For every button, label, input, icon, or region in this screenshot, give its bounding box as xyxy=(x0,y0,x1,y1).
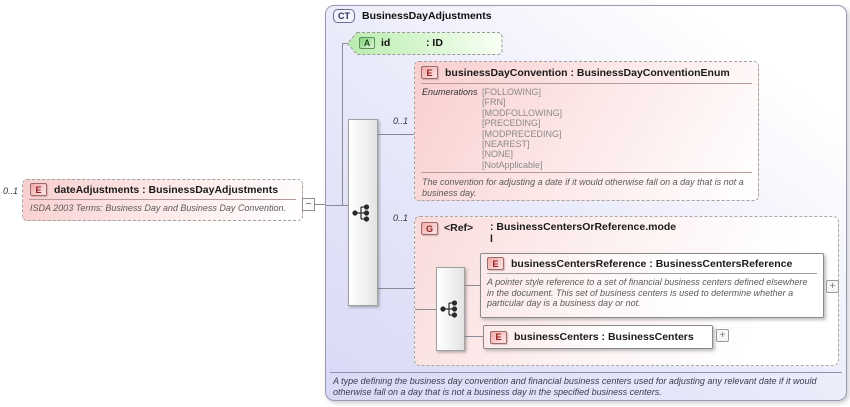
element-title: businessCenters : BusinessCenters xyxy=(514,331,694,343)
complex-type-annotation: A type defining the business day convent… xyxy=(333,376,817,397)
element-box-business-day-convention[interactable]: E businessDayConvention : BusinessDayCon… xyxy=(414,61,759,201)
element-annotation: A pointer style reference to a set of fi… xyxy=(487,277,808,308)
complex-type-icon: CT xyxy=(333,9,355,23)
group-icon: G xyxy=(421,222,438,235)
element-annotation: ISDA 2003 Terms: Business Day and Busine… xyxy=(30,203,286,213)
enum-value: [MODPRECEDING] xyxy=(482,128,562,139)
enum-value: [NONE] xyxy=(482,149,514,160)
element-title: businessDayConvention : BusinessDayConve… xyxy=(445,66,730,79)
group-type: : BusinessCentersOrReference.mode l xyxy=(490,221,770,245)
enum-value: [NotApplicable] xyxy=(482,159,543,170)
occurrence-label-group: 0..1 xyxy=(392,213,408,223)
connector-line xyxy=(465,285,480,286)
connector-line xyxy=(378,288,415,289)
choice-icon xyxy=(439,300,457,318)
enum-value: [PRECEDING] xyxy=(482,118,541,129)
connector-line xyxy=(315,204,326,205)
complex-type-title: BusinessDayAdjustments xyxy=(362,10,492,22)
attribute-icon: A xyxy=(359,37,375,49)
element-box-business-centers[interactable]: E businessCenters : BusinessCenters xyxy=(483,325,713,349)
divider xyxy=(421,83,752,84)
attribute-box-id[interactable]: A id : ID xyxy=(347,32,503,55)
attribute-tag-shape xyxy=(347,32,503,55)
element-icon: E xyxy=(490,330,507,344)
connector-line xyxy=(342,205,349,206)
choice-compositor[interactable] xyxy=(436,267,465,351)
divider xyxy=(421,172,752,174)
element-icon: E xyxy=(421,66,438,79)
group-type-line: l xyxy=(490,232,493,245)
group-type-line: : BusinessCentersOrReference.mode xyxy=(490,221,677,233)
enum-value: [FOLLOWING] xyxy=(482,87,542,97)
divider xyxy=(330,372,842,373)
divider xyxy=(487,273,817,274)
connector-line xyxy=(415,309,436,310)
collapse-button[interactable]: − xyxy=(302,198,315,211)
connector-line xyxy=(465,336,483,337)
element-icon: E xyxy=(487,257,504,270)
enum-value: [MODFOLLOWING] xyxy=(482,107,563,118)
group-header: G <Ref> : BusinessCentersOrReference.mod… xyxy=(421,221,770,245)
group-box-business-centers-or-reference[interactable]: G <Ref> : BusinessCentersOrReference.mod… xyxy=(414,216,839,366)
attribute-type: : ID xyxy=(426,37,443,49)
enumerations-label: Enumerations xyxy=(422,87,478,97)
complex-type-box-business-day-adjustments[interactable]: CT BusinessDayAdjustments A id : ID xyxy=(325,5,847,401)
element-title: businessCentersReference : BusinessCente… xyxy=(511,257,793,270)
expand-button[interactable]: + xyxy=(826,280,839,293)
element-annotation: The convention for adjusting a date if i… xyxy=(422,177,744,198)
connector-line xyxy=(342,43,348,44)
enumerations-section: Enumerations [FOLLOWING] [FRN] [MODFOLLO… xyxy=(415,85,758,171)
element-box-business-centers-reference[interactable]: E businessCentersReference : BusinessCen… xyxy=(480,253,824,318)
sequence-icon xyxy=(352,203,370,222)
attribute-name: id xyxy=(381,37,391,49)
sequence-compositor[interactable] xyxy=(348,119,378,306)
expand-button[interactable]: + xyxy=(716,329,729,342)
occurrence-label-date-adjustments: 0..1 xyxy=(2,186,18,196)
group-name: <Ref> xyxy=(444,222,474,234)
enumerations-values: [FOLLOWING] [FRN] [MODFOLLOWING] [PRECED… xyxy=(482,87,562,170)
enum-value: [FRN] xyxy=(482,97,506,108)
occurrence-label-business-day-convention: 0..1 xyxy=(392,116,408,126)
element-title: dateAdjustments : BusinessDayAdjustments xyxy=(54,183,279,196)
connector-line xyxy=(378,134,415,135)
divider xyxy=(29,199,296,200)
element-icon: E xyxy=(30,183,47,196)
element-box-date-adjustments[interactable]: E dateAdjustments : BusinessDayAdjustmen… xyxy=(22,179,303,221)
connector-line xyxy=(326,205,343,206)
complex-type-header: CT BusinessDayAdjustments xyxy=(333,9,492,23)
enum-value: [NEAREST] xyxy=(482,139,530,150)
connector-line xyxy=(342,43,343,206)
